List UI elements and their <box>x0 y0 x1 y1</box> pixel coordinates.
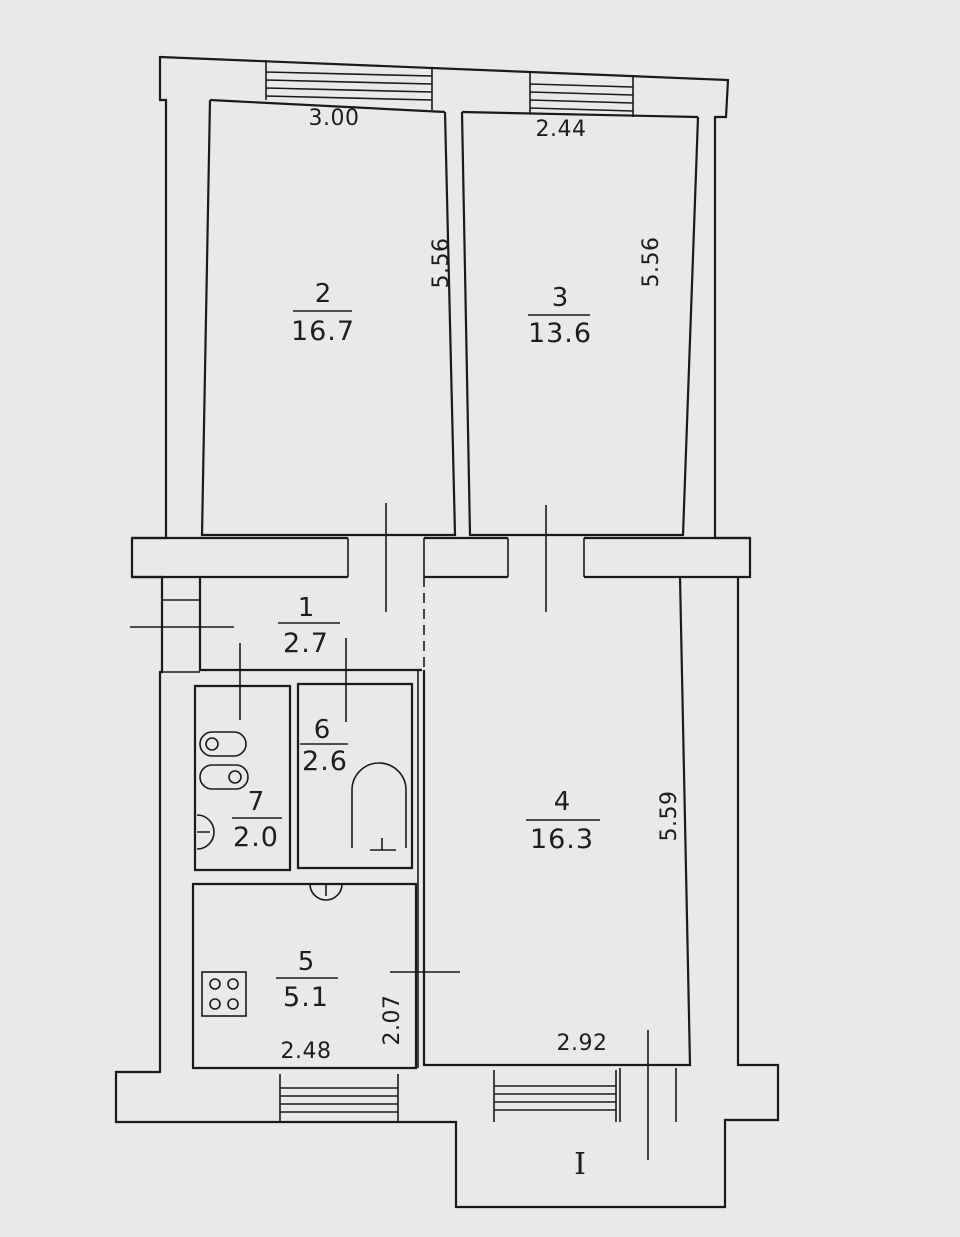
balcony: I <box>574 1147 586 1182</box>
room-2-length: 5.56 <box>429 238 454 289</box>
room-7-area: 2.0 <box>233 822 279 853</box>
room-2: 2 16.7 3.00 5.56 <box>200 99 457 537</box>
room-7: 7 2.0 <box>193 643 292 872</box>
room-4-length: 5.59 <box>657 791 682 842</box>
room-3-width: 2.44 <box>536 117 587 142</box>
room-5-width: 2.48 <box>281 1039 332 1064</box>
stove-icon <box>201 971 247 1017</box>
room-2-area: 16.7 <box>291 316 355 347</box>
window-room2 <box>265 60 433 110</box>
room-2-number: 2 <box>315 279 332 309</box>
sink-icon <box>199 764 249 790</box>
room-4-area: 16.3 <box>530 824 594 855</box>
washbasin-icon <box>199 731 247 757</box>
room-3: 3 13.6 2.44 5.56 <box>460 111 700 537</box>
room-4-number: 4 <box>554 787 571 817</box>
kitchen-door <box>390 940 460 1010</box>
room-5-number: 5 <box>298 947 315 977</box>
balcony-label: I <box>574 1147 586 1182</box>
room-4-width: 2.92 <box>557 1031 608 1056</box>
room-3-area: 13.6 <box>528 318 592 349</box>
bathtub-icon <box>351 762 407 848</box>
door-room3 <box>507 505 585 612</box>
toilet-icon <box>196 814 215 850</box>
windows <box>265 60 634 1122</box>
window-room3 <box>529 72 634 117</box>
room-5-area: 5.1 <box>283 982 329 1013</box>
room-1: 1 2.7 <box>130 577 425 673</box>
room-3-number: 3 <box>552 283 569 313</box>
room-1-number: 1 <box>298 593 315 623</box>
entrance-door <box>130 599 234 673</box>
room-4: 4 16.3 5.59 2.92 <box>417 576 692 1160</box>
room-5: 5 5.1 2.48 2.07 <box>191 882 460 1070</box>
door-room2 <box>347 503 425 612</box>
room-3-length: 5.56 <box>639 237 664 288</box>
room-6: 6 2.6 <box>296 638 414 870</box>
window-room4 <box>493 1070 617 1122</box>
top-inner-wall <box>209 98 699 119</box>
room-6-area: 2.6 <box>302 746 348 777</box>
window-kitchen <box>279 1074 399 1122</box>
room-1-area: 2.7 <box>283 628 329 659</box>
room-6-number: 6 <box>314 715 331 745</box>
room-5-length: 2.07 <box>380 995 405 1046</box>
room-6-door <box>300 638 380 722</box>
balcony-door <box>619 1030 677 1160</box>
kitchen-entry-arc <box>309 883 343 901</box>
middle-wall <box>132 503 750 612</box>
room-7-door <box>195 643 272 720</box>
room-2-width: 3.00 <box>309 106 360 131</box>
room-7-number: 7 <box>248 787 265 817</box>
